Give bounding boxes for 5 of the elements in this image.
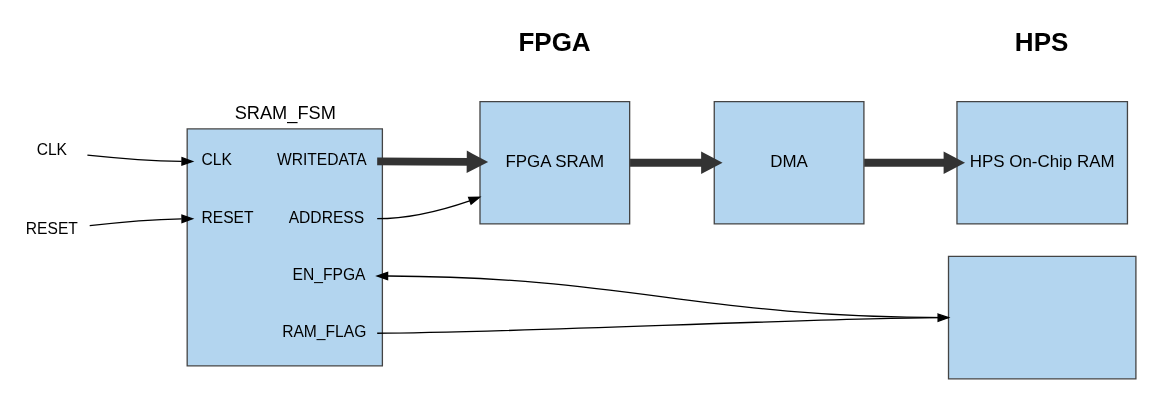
label: FPGA xyxy=(518,26,591,57)
label: HPS xyxy=(1014,26,1069,57)
node-label: SRAM_FSM xyxy=(234,102,336,123)
node-text: RESET xyxy=(25,219,78,237)
node-text: CLK xyxy=(36,140,68,158)
